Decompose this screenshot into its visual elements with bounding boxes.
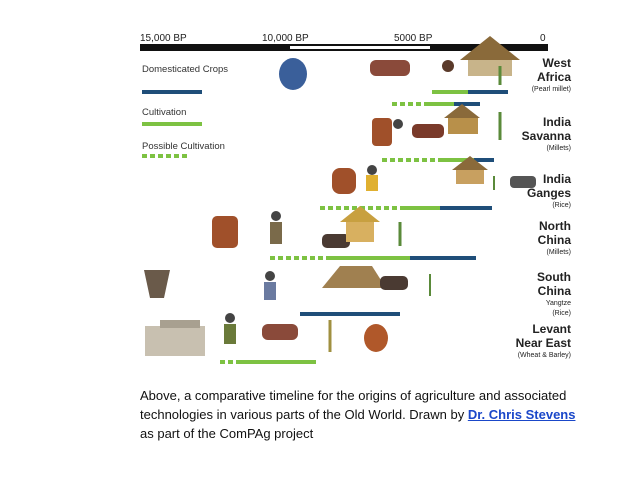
southchina-pot-icon	[144, 270, 170, 298]
southchina-domesticated-bar	[410, 256, 476, 260]
northchina-pig-icon	[322, 234, 350, 248]
region-levant-name-1: Levant	[532, 322, 571, 336]
region-indiaganges-name-2: Ganges	[527, 186, 571, 200]
northchina-cultivation-bar	[400, 206, 440, 210]
region-levant-crop: (Wheat & Barley)	[518, 352, 571, 359]
region-southchina-crop-2: (Rice)	[552, 310, 571, 317]
tick-label-10000: 10,000 BP	[262, 33, 309, 44]
northchina-domesticated-bar	[440, 206, 492, 210]
northchina-pot-icon	[212, 216, 238, 248]
region-westafrica-crop: (Pearl millet)	[532, 86, 571, 93]
region-westafrica-name-2: Africa	[537, 70, 571, 84]
southchina-farmer-icon	[265, 271, 275, 281]
region-indiasavanna-name-2: Savanna	[522, 129, 572, 143]
legend-cultivation-label: Cultivation	[142, 107, 186, 118]
indiaganges-farmer-body-icon	[366, 175, 378, 191]
illustrations	[144, 36, 536, 356]
tick-label-0: 0	[540, 33, 546, 44]
indiaganges-farmer-icon	[367, 165, 377, 175]
caption-text-after: as part of the ComPAg project	[140, 426, 313, 441]
timeline-bar-highlight	[290, 46, 430, 49]
author-link[interactable]: Dr. Chris Stevens	[468, 407, 576, 422]
northchina-farmer-body-icon	[270, 222, 282, 244]
region-southchina-crop-1: Yangtze	[546, 300, 571, 307]
region-northchina-name-1: North	[539, 219, 571, 233]
legend-domesticated-swatch	[142, 90, 202, 94]
indiasavanna-hut-icon	[444, 104, 480, 118]
levant-cultivation-bar	[240, 360, 316, 364]
northchina-hut-wall-icon	[346, 222, 374, 242]
westafrica-cultivation-bar	[432, 90, 468, 94]
westafrica-domesticated-bar	[468, 90, 508, 94]
region-northchina-crop: (Millets)	[547, 249, 572, 256]
region-westafrica-name-1: West	[543, 56, 571, 70]
southchina-cultivation-bar	[330, 256, 410, 260]
levant-farmer-icon	[225, 313, 235, 323]
levant-domesticated-bar	[300, 312, 400, 316]
levant-house-top-icon	[160, 320, 200, 328]
indiasavanna-farmer-icon	[393, 119, 403, 129]
tick-label-15000: 15,000 BP	[140, 33, 187, 44]
northchina-farmer-icon	[271, 211, 281, 221]
indiasavanna-cattle-icon	[412, 124, 444, 138]
westafrica-cattle-icon	[370, 60, 410, 76]
caption: Above, a comparative timeline for the or…	[140, 386, 580, 443]
legend-possible-label: Possible Cultivation	[142, 141, 225, 152]
tick-label-5000: 5000 BP	[394, 33, 433, 44]
legend-cultivation-swatch	[142, 122, 202, 126]
levant-cattle-icon	[262, 324, 298, 340]
levant-farmer-body-icon	[224, 324, 236, 344]
region-southchina-name-2: China	[538, 284, 572, 298]
indiaganges-hut-wall-icon	[456, 170, 484, 184]
region-northchina-name-2: China	[538, 233, 572, 247]
indiaganges-domesticated-bar	[474, 158, 494, 162]
region-levant-name-2: Near East	[516, 336, 571, 350]
levant-pot-icon	[364, 324, 388, 352]
legend-domesticated-label: Domesticated Crops	[142, 64, 228, 75]
region-southchina-name-1: South	[537, 270, 571, 284]
region-labels: West Africa (Pearl millet) India Savanna…	[516, 56, 572, 359]
indiasavanna-domesticated-bar	[454, 102, 480, 106]
region-indiaganges-name-1: India	[543, 172, 571, 186]
region-indiasavanna-name-1: India	[543, 115, 571, 129]
southchina-longhouse-icon	[322, 266, 386, 288]
blue-pot-icon	[279, 58, 307, 90]
legend: Domesticated Crops Cultivation Possible …	[142, 64, 228, 156]
region-indiasavanna-crop: (Millets)	[547, 145, 572, 152]
southchina-farmer-body-icon	[264, 282, 276, 300]
westafrica-farmer-icon	[442, 60, 454, 72]
southchina-pig-icon	[380, 276, 408, 290]
levant-house-icon	[145, 326, 205, 356]
indiaganges-pot-icon	[332, 168, 356, 194]
westafrica-hut-wall-icon	[468, 60, 512, 76]
indiasavanna-cultivation-bar	[424, 102, 454, 106]
indiasavanna-pot-icon	[372, 118, 392, 146]
indiasavanna-hut-wall-icon	[448, 118, 478, 134]
region-indiaganges-crop: (Rice)	[552, 202, 571, 209]
